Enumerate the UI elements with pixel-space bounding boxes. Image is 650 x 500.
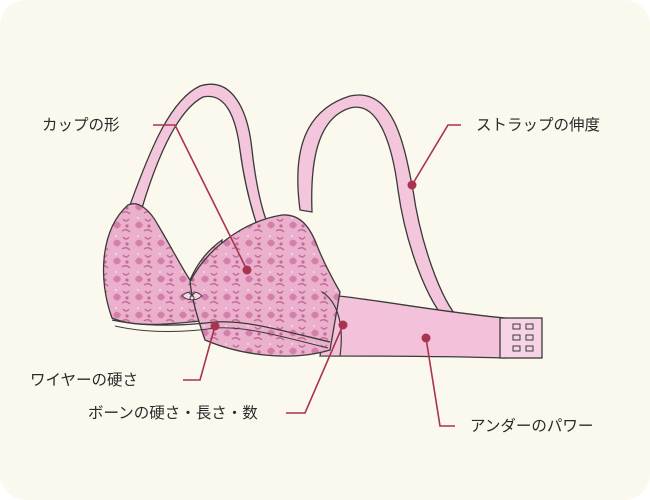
side-bone — [321, 291, 342, 357]
right-cup — [189, 214, 341, 357]
label-cup-shape: カップの形 — [42, 116, 120, 134]
front-strap — [129, 83, 269, 229]
callout-dots — [210, 180, 431, 343]
wire-point-icon — [210, 321, 220, 331]
label-wire-hardness: ワイヤーの硬さ — [30, 371, 139, 389]
label-strap-stretch: ストラップの伸度 — [476, 116, 601, 134]
band — [319, 294, 506, 359]
hook-and-eye — [499, 317, 543, 359]
center-bow-icon — [181, 292, 203, 301]
label-band-power: アンダーのパワー — [470, 417, 594, 435]
cup-point-icon — [242, 265, 252, 275]
label-bone-spec: ボーンの硬さ・長さ・数 — [88, 404, 258, 422]
callout-lines — [153, 124, 461, 427]
band-point-icon — [421, 333, 431, 343]
bone-point-icon — [338, 320, 348, 330]
strap-point-icon — [407, 180, 417, 190]
